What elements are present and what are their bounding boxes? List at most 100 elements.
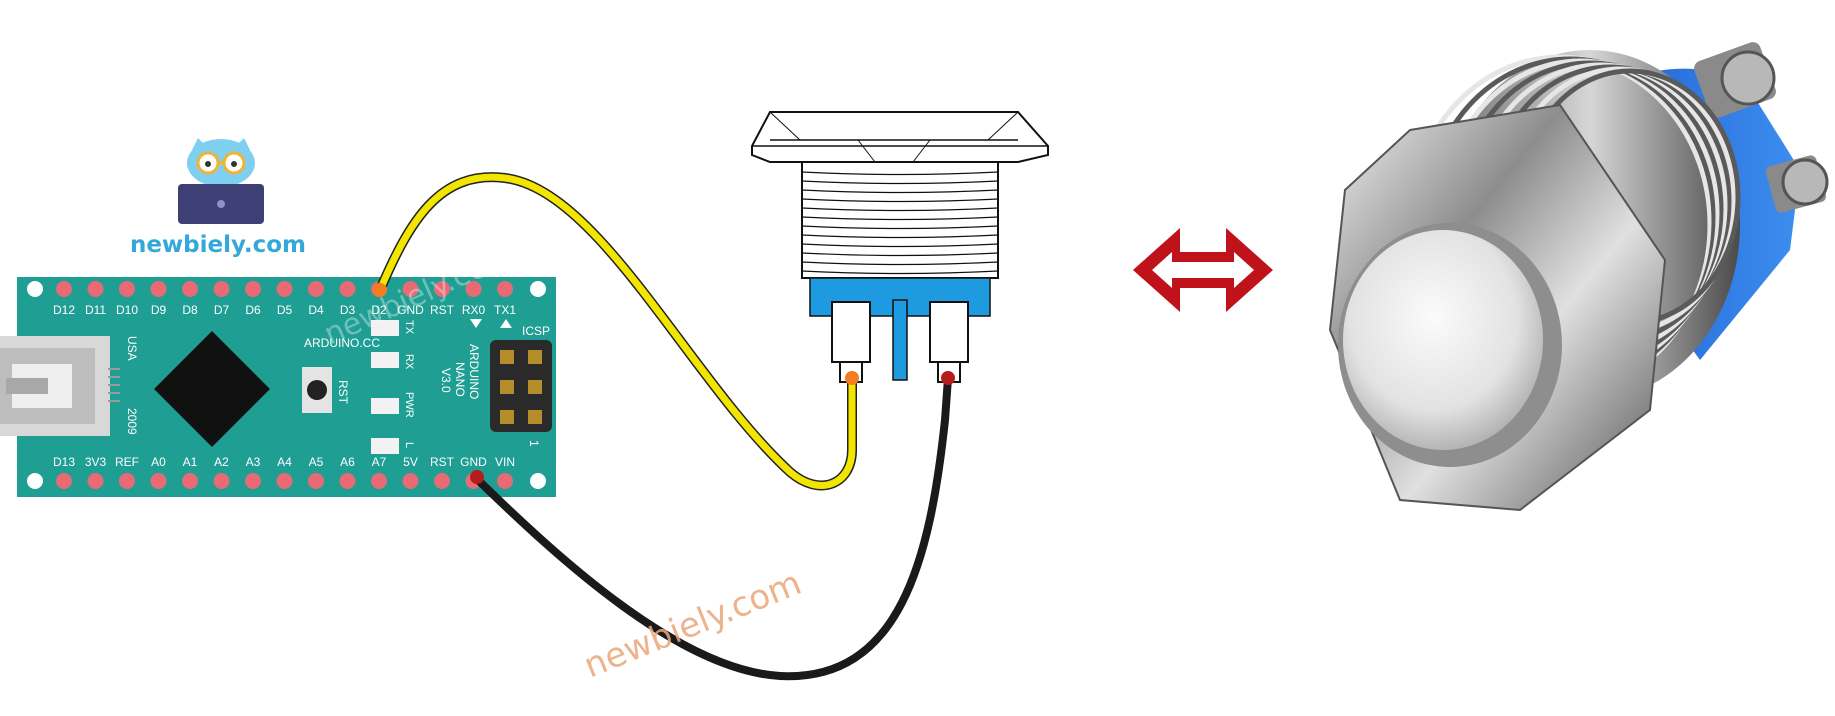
board-name-line-3: V3.0 — [439, 368, 453, 393]
bottom-pin — [497, 473, 513, 489]
thread-line — [801, 243, 999, 248]
top-pin — [308, 281, 324, 297]
wire-gnd-to-switch — [472, 374, 952, 681]
led-rx — [371, 352, 399, 368]
top-pin — [245, 281, 261, 297]
mount-hole — [530, 473, 546, 489]
bottom-pin — [402, 473, 419, 489]
bottom-pin-label: A1 — [183, 455, 198, 469]
top-pin-label: D11 — [85, 303, 106, 317]
bottom-pin-label: 5V — [403, 455, 418, 469]
top-pin — [150, 281, 167, 297]
led-l — [371, 438, 399, 454]
thread-line — [801, 216, 999, 221]
top-pin — [497, 281, 513, 297]
led-tx — [371, 320, 399, 336]
thread-line — [801, 252, 999, 257]
top-pin-label: GND — [397, 303, 424, 317]
newbiely-logo: newbiely.com — [130, 138, 306, 258]
reset-button-cap — [307, 380, 327, 400]
top-pin-label: RX0 — [462, 303, 486, 317]
silk-usa: USA — [125, 336, 139, 361]
triangle-marker — [470, 319, 482, 328]
bottom-pin — [434, 473, 450, 489]
thread-line — [801, 207, 999, 212]
bottom-pin-label: D13 — [53, 455, 75, 469]
top-pin-label: TX1 — [494, 303, 516, 317]
bottom-pin — [119, 473, 135, 489]
silk-site: ARDUINO.CC — [304, 336, 380, 350]
silk-pin-one: 1 — [527, 440, 541, 447]
double-arrow-icon — [1133, 228, 1273, 312]
silk-rst: RST — [336, 380, 350, 405]
bottom-pin — [371, 473, 387, 489]
top-pin-label: D6 — [245, 303, 261, 317]
bottom-pin — [308, 473, 324, 489]
bottom-pin — [150, 473, 167, 489]
mount-hole — [27, 281, 43, 297]
thread-line — [801, 225, 999, 230]
top-pin-label: D2 — [371, 303, 387, 317]
mount-hole — [27, 473, 43, 489]
bottom-pin-label: 3V3 — [85, 455, 107, 469]
bottom-pin-label: A7 — [372, 455, 387, 469]
owl-laptop-icon — [178, 138, 264, 224]
gnd-pin-highlight — [470, 470, 484, 484]
thread-line — [801, 234, 999, 239]
mount-hole — [530, 281, 546, 297]
top-pin-label: D3 — [340, 303, 356, 317]
thread-line — [801, 261, 999, 266]
thread-line — [801, 189, 999, 194]
top-pin — [213, 281, 230, 297]
bottom-pin-label: REF — [115, 455, 139, 469]
top-pin — [276, 281, 293, 297]
led-label-rx: RX — [403, 354, 415, 370]
top-pin-label: D8 — [182, 303, 198, 317]
top-pin-label: RST — [430, 303, 455, 317]
top-pin-label: D10 — [116, 303, 138, 317]
bottom-pin — [213, 473, 230, 489]
switch-right-solder-point — [941, 371, 955, 385]
bottom-pin-label: A2 — [214, 455, 229, 469]
status-leds: TX RX PWR L — [371, 320, 415, 454]
top-pin — [402, 281, 419, 297]
led-label-pwr: PWR — [403, 392, 415, 418]
top-pin-label: D7 — [214, 303, 230, 317]
top-pin-label: D9 — [151, 303, 167, 317]
switch-left-terminal — [831, 301, 871, 363]
wire-d2-to-switch — [375, 172, 857, 491]
logo-text: newbiely.com — [130, 232, 306, 258]
bottom-pin-label: A5 — [309, 455, 324, 469]
top-pin — [182, 281, 198, 297]
bottom-pin-label: A3 — [246, 455, 261, 469]
thread-line — [801, 198, 999, 203]
top-pin — [87, 281, 104, 297]
top-pin — [339, 281, 356, 297]
d2-pin-highlight — [373, 283, 387, 297]
icsp-header — [490, 340, 552, 432]
usb-connector — [0, 336, 120, 436]
bottom-pin-label: A0 — [151, 455, 166, 469]
top-pin — [119, 281, 135, 297]
thread-lines — [801, 171, 999, 275]
bottom-pin — [87, 473, 104, 489]
microcontroller-chip — [154, 331, 270, 447]
board-name-line-2: NANO — [453, 362, 467, 397]
bottom-pin — [339, 473, 356, 489]
watermark: newbiely.com — [578, 563, 807, 686]
bottom-pin — [276, 473, 293, 489]
top-pin — [56, 281, 72, 297]
push-button-photo — [1328, 42, 1829, 512]
board-name-line-1: ARDUINO — [467, 344, 481, 399]
bottom-pin — [182, 473, 198, 489]
bottom-pin-label: GND — [460, 455, 487, 469]
bottom-pin-label: RST — [430, 455, 455, 469]
silk-icsp: ICSP — [522, 324, 550, 338]
bottom-pin-label: VIN — [495, 455, 515, 469]
thread-line — [801, 171, 999, 176]
led-label-l: L — [403, 442, 415, 448]
